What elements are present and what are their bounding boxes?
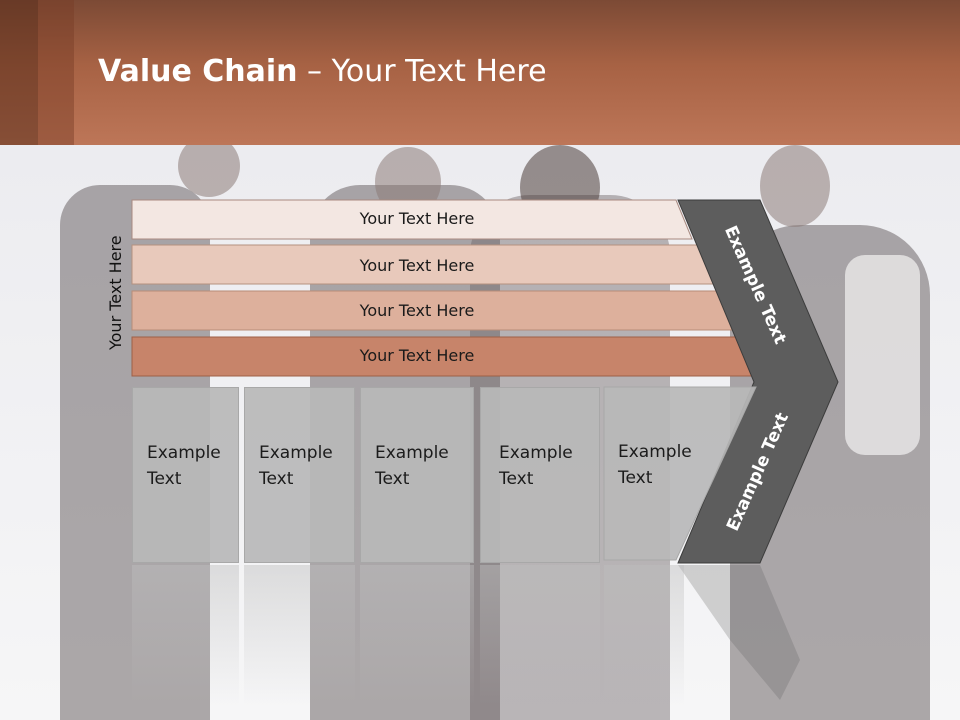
slide-title[interactable]: Value Chain – Your Text Here bbox=[98, 54, 547, 89]
bar-2-label: Your Text Here bbox=[359, 256, 475, 275]
person-shirt bbox=[845, 255, 920, 455]
box-3-line1: Example bbox=[375, 443, 449, 463]
box-3-line2: Text bbox=[375, 469, 410, 489]
header-accent-strip bbox=[0, 0, 38, 145]
person-head bbox=[760, 145, 830, 227]
header-band: Value Chain – Your Text Here bbox=[0, 0, 960, 145]
bar-1-shape[interactable] bbox=[131, 199, 693, 240]
header-accent-strip-2 bbox=[38, 0, 74, 145]
title-rest: – Your Text Here bbox=[297, 54, 547, 89]
box-reflection bbox=[604, 565, 684, 705]
title-bold: Value Chain bbox=[98, 54, 298, 89]
box-reflection bbox=[360, 565, 474, 705]
bar-3-label: Your Text Here bbox=[359, 301, 475, 320]
chevron-reflection bbox=[678, 565, 800, 700]
box-reflection bbox=[132, 565, 239, 705]
box-reflection bbox=[244, 565, 355, 705]
box-5-line2: Text bbox=[618, 468, 653, 488]
box-2-line1: Example bbox=[259, 443, 333, 463]
box-5-shape[interactable] bbox=[603, 386, 757, 561]
chevron-arrow[interactable] bbox=[677, 199, 839, 564]
box-4-line2: Text bbox=[499, 469, 534, 489]
box-1-line1: Example bbox=[147, 443, 221, 463]
box-2-line2: Text bbox=[259, 469, 294, 489]
bar-1-label: Your Text Here bbox=[359, 209, 475, 228]
box-4-line1: Example bbox=[499, 443, 573, 463]
bar-4-label: Your Text Here bbox=[359, 346, 475, 365]
box-1-line2: Text bbox=[147, 469, 182, 489]
person-head bbox=[178, 145, 240, 197]
box-5-line1: Example bbox=[618, 442, 692, 462]
box-reflection bbox=[480, 565, 600, 705]
